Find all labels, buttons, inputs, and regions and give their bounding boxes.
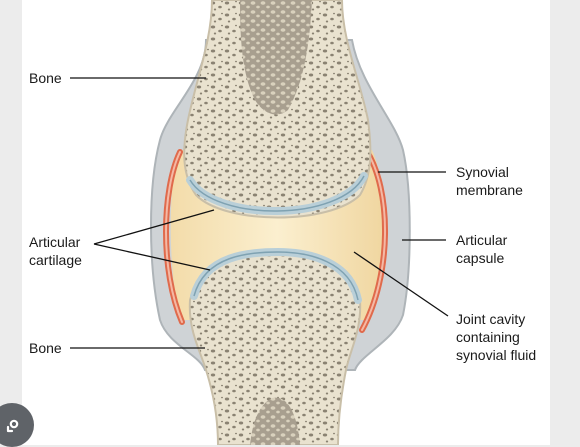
label-joint-cavity: Joint cavity containing synovial fluid	[456, 311, 537, 363]
lens-search-badge[interactable]	[0, 403, 34, 447]
label-synovial-membrane: Synovial membrane	[456, 164, 523, 198]
lens-search-icon	[6, 419, 19, 433]
leader-cartilage-lower	[93, 243, 211, 271]
lower-bone-marrow	[250, 397, 300, 445]
upper-bone-marrow	[240, 0, 312, 115]
label-bone-bottom: Bone	[29, 340, 62, 356]
leader-cartilage-upper	[93, 209, 215, 245]
label-bone-top: Bone	[29, 70, 62, 86]
leader-joint-cavity	[353, 251, 449, 317]
label-articular-capsule: Articular capsule	[456, 232, 508, 266]
label-articular-cartilage: Articular cartilage	[29, 234, 82, 268]
